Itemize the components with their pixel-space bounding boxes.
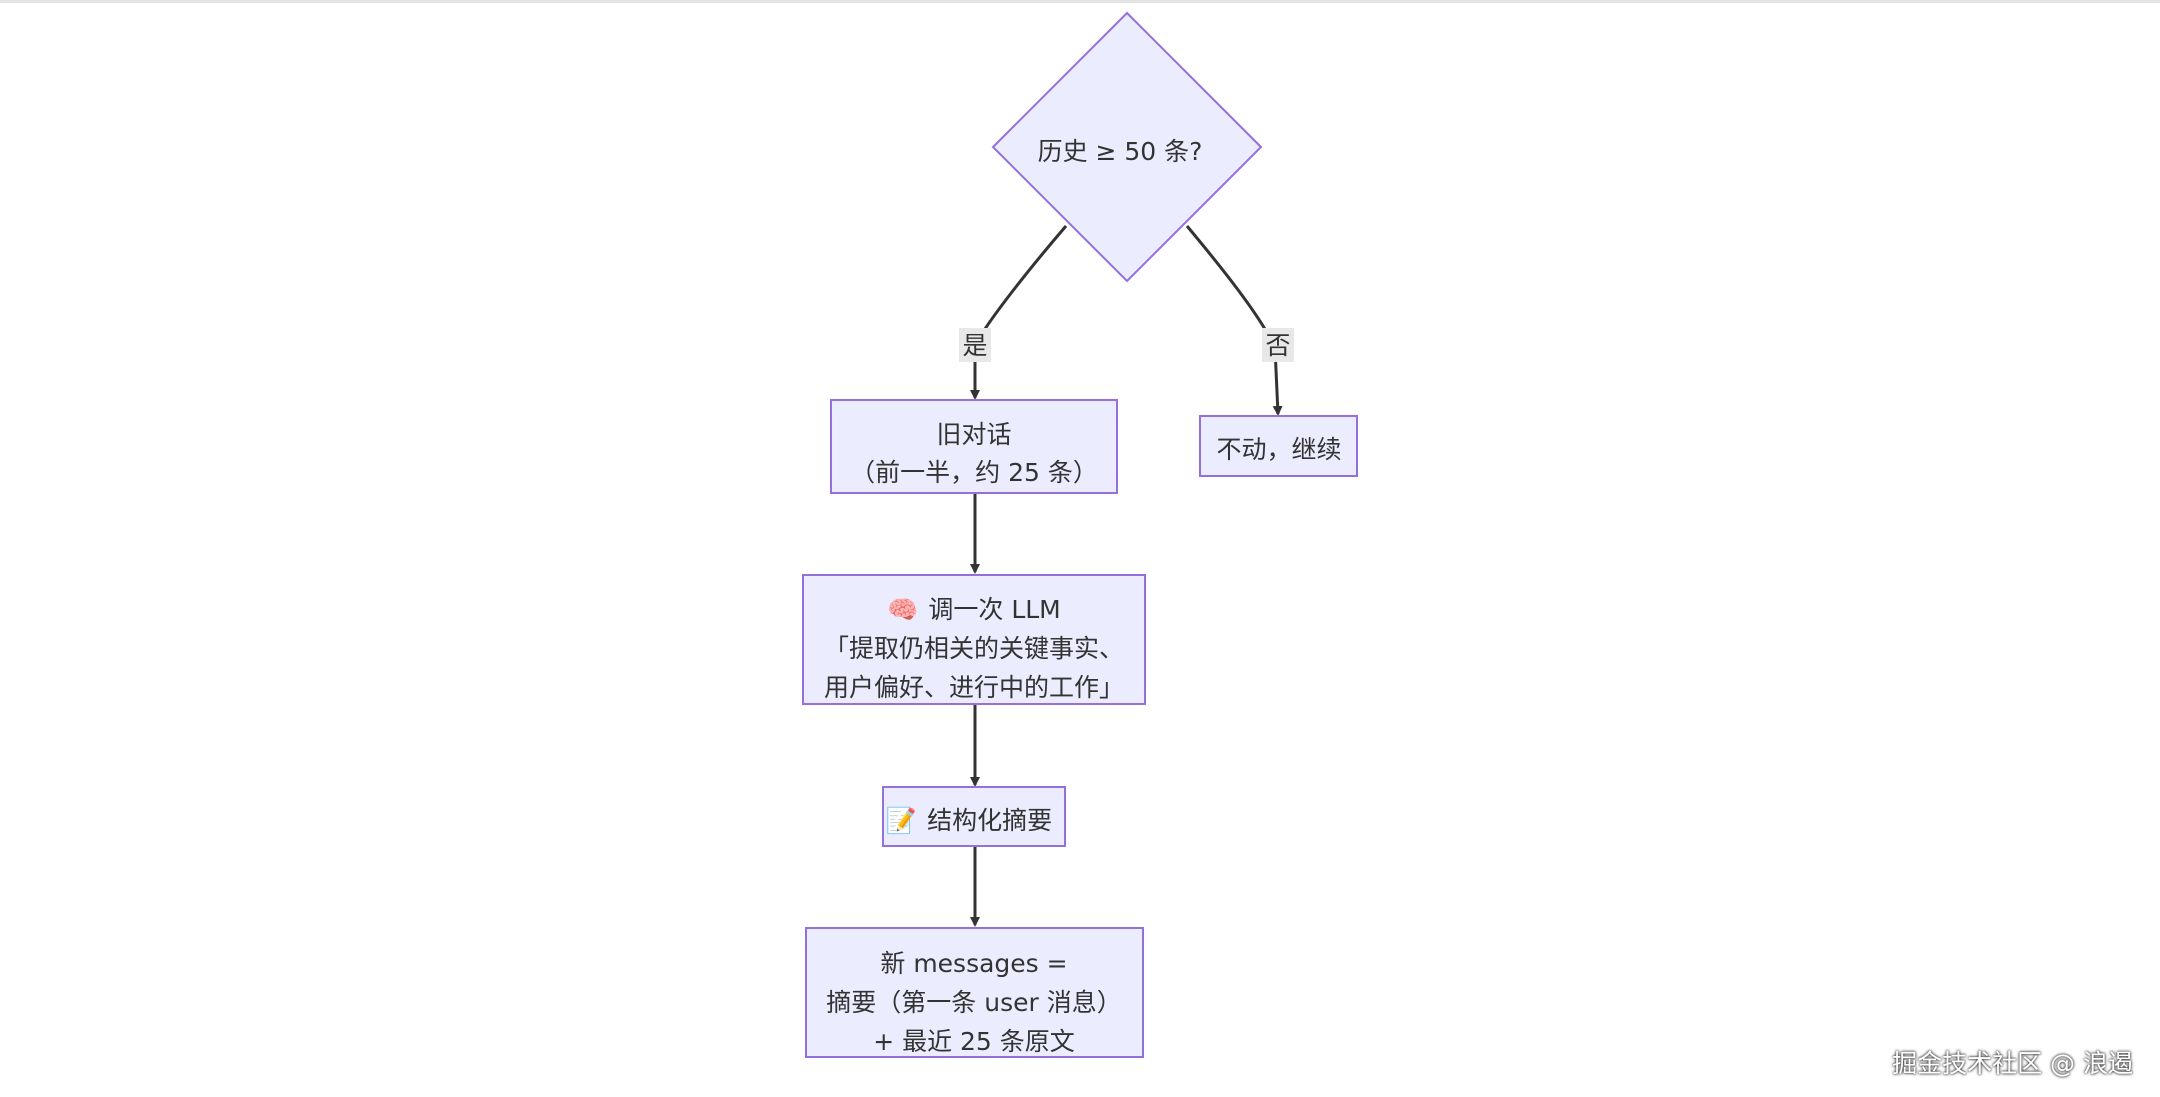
edge-label-yes-text: 是: [962, 331, 987, 360]
llm-call-line1: 🧠 调一次 LLM: [887, 595, 1061, 624]
decision-node-text: 历史 ≥ 50 条?: [1038, 137, 1203, 166]
llm-call-line1-text: 调一次 LLM: [928, 595, 1060, 624]
old-dialog-node: 旧对话 （前一半，约 25 条）: [830, 399, 1118, 494]
llm-call-line3: 用户偏好、进行中的工作」: [824, 673, 1124, 702]
top-border: [0, 0, 2160, 3]
old-dialog-line1: 旧对话: [936, 420, 1011, 449]
edge-label-no: 否: [1262, 328, 1294, 362]
edge-decision-to-no-action: [1185, 225, 1283, 416]
edge-label-no-text: 否: [1265, 331, 1290, 360]
edge-label-yes: 是: [959, 328, 991, 362]
memo-icon: 📝: [886, 806, 917, 835]
edge-decision-to-old-dialog: [970, 225, 1068, 400]
llm-call-node: 🧠 调一次 LLM 「提取仍相关的关键事实、 用户偏好、进行中的工作」: [802, 574, 1146, 705]
watermark: 掘金技术社区 @ 浪遏: [1892, 1049, 2133, 1078]
no-action-node: 不动，继续: [1199, 415, 1358, 477]
new-messages-line2: 摘要（第一条 user 消息）: [826, 988, 1121, 1017]
llm-call-line2: 「提取仍相关的关键事实、: [824, 634, 1124, 663]
no-action-text: 不动，继续: [1216, 435, 1341, 464]
summary-node: 📝 结构化摘要: [882, 786, 1066, 847]
summary-text: 结构化摘要: [927, 806, 1052, 835]
decision-node: 历史 ≥ 50 条?: [991, 11, 1263, 283]
new-messages-line1: 新 messages =: [880, 949, 1067, 978]
old-dialog-line2: （前一半，约 25 条）: [850, 458, 1098, 487]
summary-line: 📝 结构化摘要: [886, 806, 1052, 835]
new-messages-line3: + 最近 25 条原文: [873, 1027, 1075, 1056]
new-messages-node: 新 messages = 摘要（第一条 user 消息） + 最近 25 条原文: [805, 927, 1144, 1058]
brain-icon: 🧠: [887, 595, 918, 624]
